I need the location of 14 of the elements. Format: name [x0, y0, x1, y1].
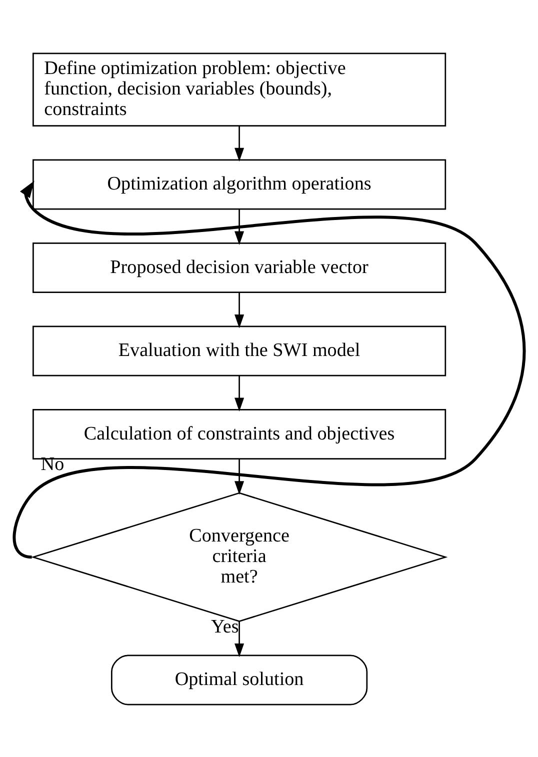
arrow — [234, 375, 244, 411]
arrow — [234, 292, 244, 328]
node-diamond: Convergence criteria met? — [30, 492, 448, 622]
node-box: Evaluation with the SWI model — [32, 325, 446, 376]
node-box: Calculation of constraints and objectives — [32, 408, 446, 460]
arrow — [13, 180, 526, 558]
node-box: Define optimization problem: objective function, decision variables (bounds), constraints — [32, 52, 446, 126]
node-box: Proposed decision variable vector — [32, 242, 446, 292]
arrow — [234, 208, 244, 244]
node-box: Optimal solution — [110, 654, 368, 705]
node-box: Optimization algorithm operations — [32, 158, 446, 210]
arrow — [234, 620, 244, 657]
arrow — [234, 458, 244, 494]
arrow — [234, 125, 244, 161]
